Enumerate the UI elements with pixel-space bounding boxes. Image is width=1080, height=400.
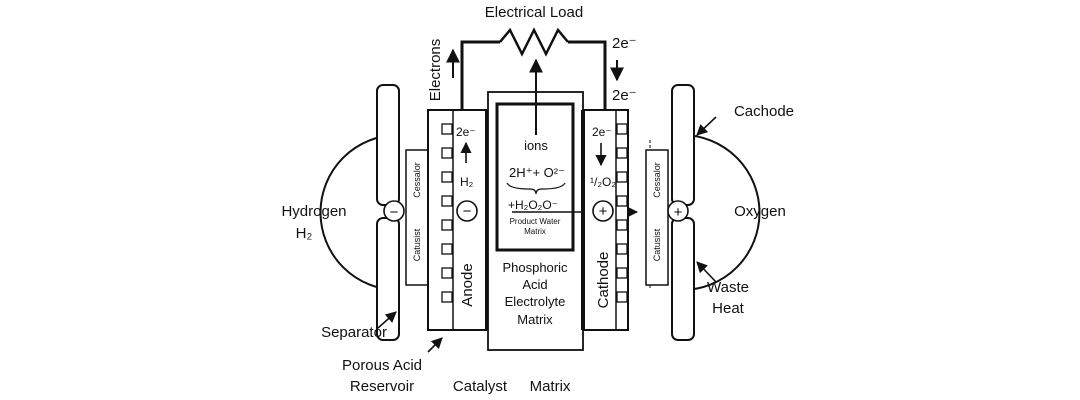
reservoir-pointer-arrow [427, 337, 443, 353]
electrolyte-label-line2: Acid [522, 277, 547, 292]
cachode-pointer-arrow [696, 116, 717, 136]
waste-heat-label-line1: Waste [707, 279, 749, 296]
plus-terminal-label: + [674, 204, 683, 221]
left-separator-plate-top [376, 84, 400, 206]
half-oxygen-label: ¹/₂O₂ [590, 175, 616, 189]
right-separator-plate-top [671, 84, 695, 206]
ion-brace [506, 182, 566, 195]
catusist-right-label: Catusist [652, 228, 662, 261]
separator-label: Separator [321, 324, 387, 341]
catusist-left-label: Catusist [412, 228, 422, 261]
minus-terminal-label: − [390, 204, 399, 221]
resistor-icon [499, 27, 569, 57]
ion-equation-label: 2H⁺+ O²⁻ [509, 165, 565, 180]
negative-terminal-icon [383, 200, 405, 222]
anode-electron-label: 2e⁻ [456, 125, 476, 139]
cessalor-left-label: Cessalor [412, 162, 422, 198]
matrix-label: Matrix [530, 378, 571, 395]
oxygen-chamber [681, 134, 761, 291]
product-water-label-line2: Matrix [524, 227, 546, 236]
porous-reservoir-label-line1: Porous Acid [342, 357, 422, 374]
cessalor-right-label: Cessalor [652, 162, 662, 198]
cathode-plus-label: + [599, 203, 608, 220]
electrolyte-label-line1: Phosphoric [502, 260, 568, 275]
catalyst-label: Catalyst [453, 378, 508, 395]
water-formula-label: +H₂O₂O⁻ [508, 198, 558, 212]
cachode-label: Cachode [734, 103, 794, 120]
waste-heat-pointer-arrow [696, 261, 717, 283]
ions-label: ions [524, 138, 548, 153]
anode-negative-icon [456, 200, 478, 222]
cathode-electron-label: 2e⁻ [592, 125, 612, 139]
hydrogen-label: Hydrogen [281, 203, 346, 220]
electrolyte-label-line3: Electrolyte [505, 294, 566, 309]
anode-minus-label: − [463, 203, 472, 220]
electrical-load-label: Electrical Load [485, 4, 583, 21]
separator-pointer-arrow [377, 311, 397, 329]
anode-label: Anode [459, 263, 476, 306]
cathode-positive-icon [592, 200, 614, 222]
h2-formula-label: H₂ [460, 175, 474, 189]
oxygen-label: Oxygen [734, 203, 786, 220]
electrolyte-label-line4: Matrix [517, 312, 553, 327]
porous-reservoir-label-line2: Reservoir [350, 378, 414, 395]
electrons-label: Electrons [427, 39, 444, 102]
two-electrons-mid-label: 2e⁻ [612, 87, 637, 104]
right-catalyst-strip [645, 149, 669, 286]
cathode-label: Cathode [595, 252, 612, 309]
product-water-label-line1: Product Water [510, 217, 561, 226]
external-circuit [460, 27, 607, 110]
left-separator-plate-bottom [376, 217, 400, 341]
two-electrons-top-label: 2e⁻ [612, 35, 637, 52]
waste-heat-label-line2: Heat [712, 300, 745, 317]
hydrogen-chamber [319, 134, 399, 291]
anode-pores [441, 123, 453, 303]
positive-terminal-icon [667, 200, 689, 222]
hydrogen-formula-label: H₂ [296, 225, 313, 242]
right-separator-plate-bottom [671, 217, 695, 341]
cathode-pores [616, 123, 628, 303]
anode-electrode [427, 109, 487, 331]
